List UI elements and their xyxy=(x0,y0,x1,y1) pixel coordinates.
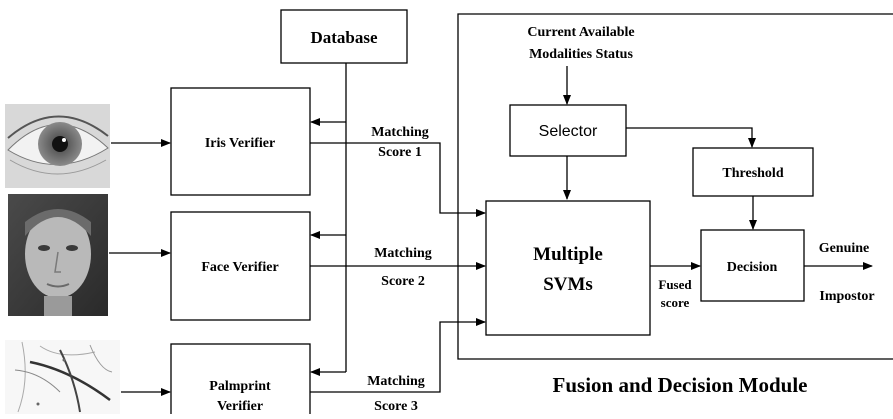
svm-label-2: SVMs xyxy=(543,274,593,295)
database-label: Database xyxy=(310,28,378,47)
palmprint-verifier-box xyxy=(170,343,311,419)
svm-label-1: Multiple xyxy=(533,244,603,265)
database-box xyxy=(280,9,408,64)
fusion-module-frame xyxy=(457,13,893,360)
score2-label-2: Score 2 xyxy=(381,274,425,289)
genuine-label: Genuine xyxy=(819,241,870,256)
palmprint-image xyxy=(5,340,120,414)
palmprint-verifier-label-2: Verifier xyxy=(217,399,263,414)
score3-label-2: Score 3 xyxy=(374,399,418,414)
selector-label: Selector xyxy=(539,123,598,140)
fusion-module-title: Fusion and Decision Module xyxy=(553,373,808,397)
impostor-label: Impostor xyxy=(819,289,874,304)
threshold-label: Threshold xyxy=(722,166,783,181)
score1-label-1: Matching xyxy=(371,125,429,140)
score1-path xyxy=(310,142,486,217)
score3-path xyxy=(310,318,486,393)
status-label-2: Modalities Status xyxy=(529,47,633,62)
threshold-box xyxy=(692,147,814,197)
fused-label-1: Fused xyxy=(658,277,692,292)
score2-label-1: Matching xyxy=(374,246,432,261)
score1-label-2: Score 1 xyxy=(378,145,422,160)
face-verifier-label: Face Verifier xyxy=(201,260,278,275)
fused-label-2: score xyxy=(661,295,690,310)
decision-label: Decision xyxy=(727,260,778,275)
iris-verifier-box xyxy=(170,87,311,196)
score3-label-1: Matching xyxy=(367,374,425,389)
face-photo xyxy=(8,194,108,316)
palmprint-verifier-label-1: Palmprint xyxy=(209,379,271,394)
multiple-svms-box xyxy=(485,200,651,336)
face-verifier-box xyxy=(170,211,311,321)
iris-verifier-label: Iris Verifier xyxy=(205,136,275,151)
decision-box xyxy=(700,229,805,302)
selector-to-threshold-arrow xyxy=(626,127,756,148)
selector-box xyxy=(509,104,627,157)
eye-photo xyxy=(5,104,110,188)
status-label-1: Current Available xyxy=(527,25,634,40)
